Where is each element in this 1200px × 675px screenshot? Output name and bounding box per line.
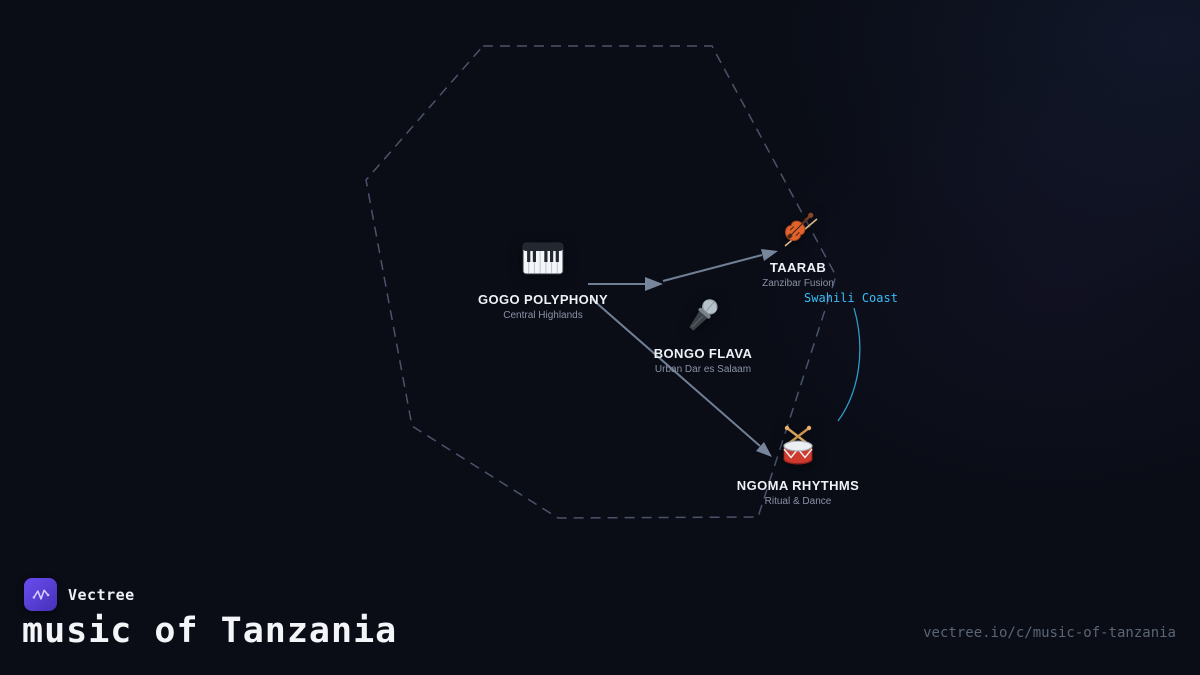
swahili-coast-link-curve [837,307,861,422]
node-sublabel: Ritual & Dance [764,496,832,507]
node-ngoma-rhythms[interactable]: NGOMA RHYTHMS Ritual & Dance [688,422,908,507]
piano-icon [517,232,569,284]
page-url[interactable]: vectree.io/c/music-of-tanzania [923,625,1176,641]
vectree-logo-icon [32,589,49,600]
annotation-swahili-coast[interactable]: Swahili Coast [804,291,898,305]
node-bongo-flava[interactable]: BONGO FLAVA Urban Dar es Salaam [593,292,813,375]
node-label: BONGO FLAVA [653,346,753,361]
node-taarab[interactable]: TAARAB Zanzibar Fusion [688,204,908,289]
page-title: music of Tanzania [22,611,398,651]
microphone-icon [680,292,726,338]
node-sublabel: Urban Dar es Salaam [654,364,752,375]
drum-icon [774,422,822,470]
node-label: GOGO POLYPHONY [477,292,609,307]
brand-name: Vectree [68,585,135,604]
node-sublabel: Central Highlands [503,310,583,321]
node-sublabel: Zanzibar Fusion [762,278,834,289]
node-gogo-polyphony[interactable]: GOGO POLYPHONY Central Highlands [433,232,653,321]
violin-icon [774,204,822,252]
brand-row: Vectree [24,578,135,611]
node-label: NGOMA RHYTHMS [736,478,860,493]
vectree-logo[interactable] [24,578,57,611]
node-label: TAARAB [769,260,827,275]
